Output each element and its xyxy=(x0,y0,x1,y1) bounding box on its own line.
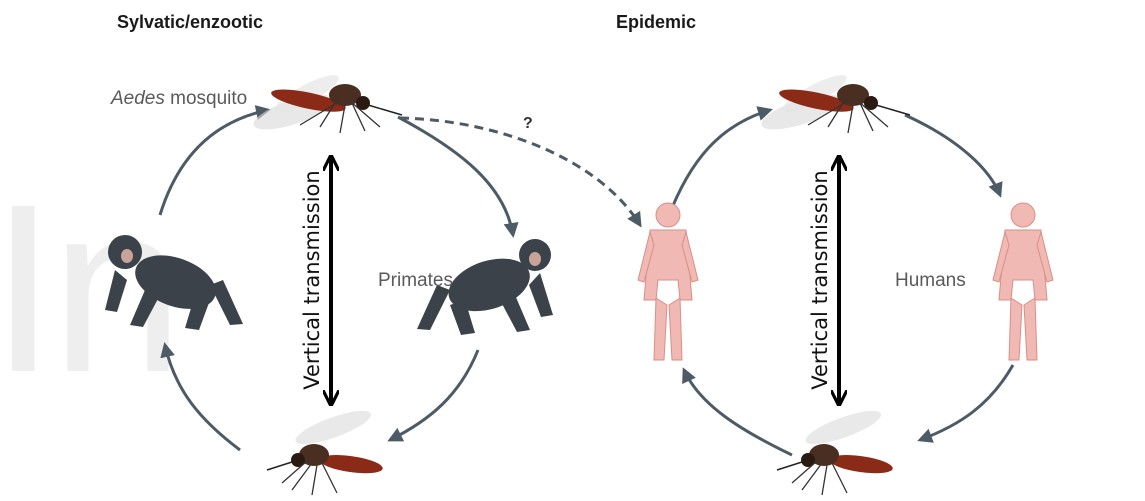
cycle-arrow-primate-to-lower-mosquito xyxy=(390,350,478,440)
human-middle xyxy=(638,203,698,360)
label-vertical-transmission-left: Vertical transmission xyxy=(300,170,324,390)
mosquito-bottom-right xyxy=(777,404,894,495)
label-question-mark: ? xyxy=(523,115,533,133)
label-primates: Primates xyxy=(378,270,453,292)
panel-title-epidemic: Epidemic xyxy=(616,12,696,33)
cycle-arrow-lower-mosquito-to-primate xyxy=(165,345,240,450)
label-mosquito-word: mosquito xyxy=(170,88,247,109)
label-aedes-genus: Aedes xyxy=(111,88,165,109)
cycle-arrow-mosquito-to-human xyxy=(905,115,1000,195)
panel-title-sylvatic: Sylvatic/enzootic xyxy=(117,12,263,33)
dashed-arrow-sylvatic-to-human xyxy=(400,118,640,225)
primate-left xyxy=(105,235,243,330)
mosquito-top-right xyxy=(758,69,910,137)
label-aedes-mosquito: Aedes mosquito xyxy=(111,88,247,110)
cycle-arrow-lower-mosquito-to-human xyxy=(684,370,792,455)
cycle-arrow-primate-to-mosquito xyxy=(160,110,268,215)
mosquito-bottom-left xyxy=(267,404,384,495)
label-humans: Humans xyxy=(895,270,966,292)
mosquito-top-left xyxy=(250,69,402,137)
cycle-arrow-mosquito-to-primate xyxy=(398,117,513,235)
human-right xyxy=(993,203,1053,360)
cycle-arrow-human-to-mosquito xyxy=(668,110,770,218)
label-vertical-transmission-right: Vertical transmission xyxy=(808,170,832,390)
cycle-arrow-human-to-lower-mosquito xyxy=(920,365,1013,440)
